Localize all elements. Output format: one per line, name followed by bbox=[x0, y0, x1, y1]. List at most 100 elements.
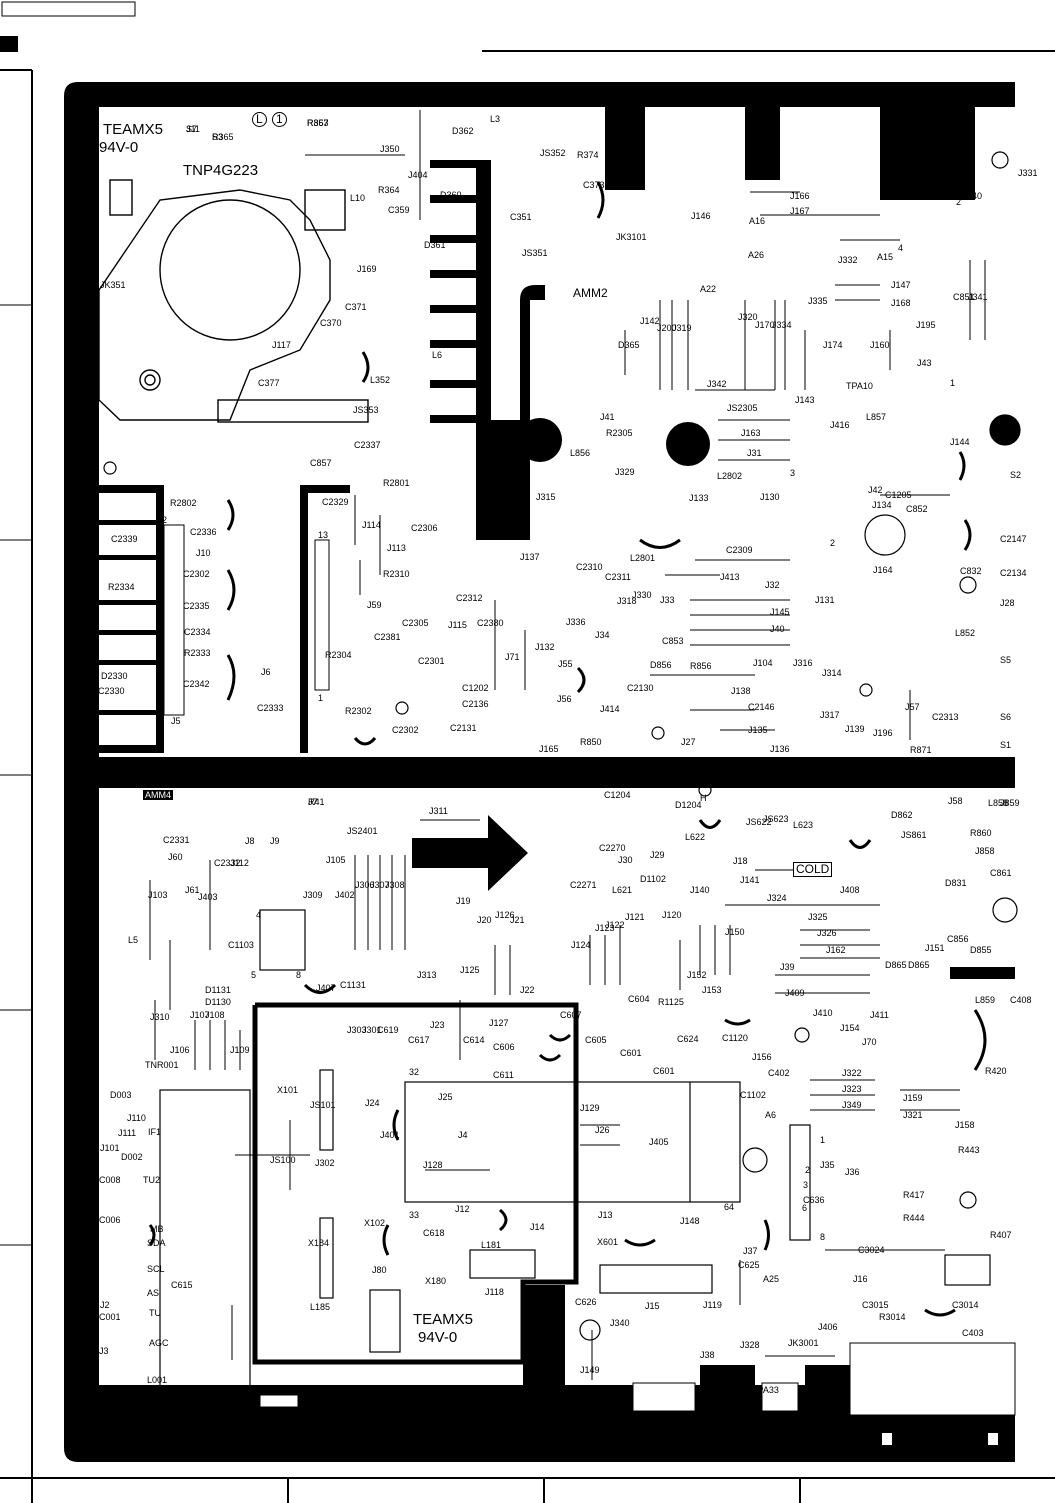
component-label-c832: C832 bbox=[960, 566, 982, 576]
component-label-j14: J14 bbox=[530, 1222, 545, 1232]
component-label-j61: J61 bbox=[185, 885, 200, 895]
component-label-l6: L6 bbox=[432, 350, 443, 360]
component-label-l859: L859 bbox=[975, 995, 996, 1005]
component-label-j314: J314 bbox=[822, 668, 842, 678]
pin-number: 3 bbox=[790, 468, 796, 478]
component-label-jk3001: JK3001 bbox=[788, 1338, 819, 1348]
component-label-l856: L856 bbox=[570, 448, 591, 458]
component-label-j112: J112 bbox=[230, 858, 249, 868]
component-label-j311: J311 bbox=[429, 806, 448, 816]
component-label-r41: R41 bbox=[308, 797, 325, 807]
component-label-c851: C851 bbox=[953, 292, 975, 302]
left-connector-block bbox=[99, 485, 350, 753]
component-label-c619: C619 bbox=[377, 1025, 399, 1035]
component-label-d865: D865 bbox=[908, 960, 930, 970]
component-label-j341: J341 bbox=[968, 292, 988, 302]
amm4-label: AMM4 bbox=[143, 790, 174, 800]
heatsink bbox=[430, 160, 545, 540]
component-label-j58: J58 bbox=[948, 796, 963, 806]
component-label-j146: J146 bbox=[691, 211, 711, 221]
component-label-d862: D862 bbox=[891, 810, 913, 820]
component-label-js351: JS351 bbox=[522, 248, 548, 258]
component-label-j134: J134 bbox=[872, 500, 892, 510]
component-label-j105: J105 bbox=[326, 855, 346, 865]
component-label-j21: J21 bbox=[510, 915, 525, 925]
component-label-j859: J859 bbox=[1000, 798, 1020, 808]
component-label-j150: J150 bbox=[725, 927, 745, 937]
component-label-j306: J306 bbox=[355, 880, 375, 890]
component-label-l621: L621 bbox=[612, 885, 633, 895]
component-label-j137: J137 bbox=[520, 552, 540, 562]
component-label-js353: JS353 bbox=[353, 405, 379, 415]
component-label-j103: J103 bbox=[148, 890, 168, 900]
component-label-j18: J18 bbox=[733, 856, 748, 866]
component-label-j195: J195 bbox=[916, 320, 936, 330]
component-label-c403: C403 bbox=[962, 1328, 984, 1338]
component-label-j132: J132 bbox=[535, 642, 555, 652]
component-label-j334: J334 bbox=[772, 320, 792, 330]
component-label-l185: L185 bbox=[310, 1302, 331, 1312]
component-label-j328: J328 bbox=[740, 1340, 760, 1350]
component-label-d003: D003 bbox=[110, 1090, 132, 1100]
component-label-j140: J140 bbox=[690, 885, 710, 895]
cold-label: COLD bbox=[793, 862, 833, 877]
pin-number: 3 bbox=[803, 1180, 809, 1190]
component-label-c1103: C1103 bbox=[228, 940, 254, 950]
component-label-c2331: C2331 bbox=[163, 835, 190, 845]
component-label-j41: J41 bbox=[600, 412, 615, 422]
component-label-j22: J22 bbox=[520, 985, 535, 995]
component-label-j156: J156 bbox=[752, 1052, 772, 1062]
component-label-c2333: C2333 bbox=[257, 703, 284, 713]
component-label-r2305: R2305 bbox=[606, 428, 633, 438]
component-label-j317: J317 bbox=[820, 710, 840, 720]
section-marker bbox=[0, 36, 18, 52]
marker-l: L bbox=[252, 112, 267, 127]
component-label-j315: J315 bbox=[536, 492, 556, 502]
component-label-j60: J60 bbox=[168, 852, 183, 862]
component-label-j6: J6 bbox=[261, 667, 271, 677]
component-label-r2802: R2802 bbox=[170, 498, 197, 508]
component-label-j11: J11 bbox=[186, 124, 200, 134]
component-label-j403: J403 bbox=[198, 892, 218, 902]
component-label-c601: C601 bbox=[620, 1048, 642, 1058]
component-label-j122: J122 bbox=[605, 920, 625, 930]
component-label-j331: J331 bbox=[1018, 168, 1038, 178]
component-label-l5: L5 bbox=[128, 935, 139, 945]
component-label-c1204: C1204 bbox=[604, 790, 631, 800]
component-label-j413: J413 bbox=[720, 572, 740, 582]
component-label-j126: J126 bbox=[495, 910, 515, 920]
component-label-j165: J165 bbox=[539, 744, 559, 754]
component-label-j70: J70 bbox=[862, 1037, 877, 1047]
component-label-c2335: C2335 bbox=[183, 601, 210, 611]
component-label-s7: S7 bbox=[186, 124, 198, 134]
component-label-r363: R363 bbox=[307, 118, 329, 128]
component-label-r860: R860 bbox=[970, 828, 992, 838]
component-label-j309: J309 bbox=[303, 890, 323, 900]
component-label-c624: C624 bbox=[677, 1034, 699, 1044]
component-label-j5: J5 bbox=[171, 716, 181, 726]
component-label-js2401: JS2401 bbox=[347, 826, 378, 836]
component-label-j106: J106 bbox=[170, 1045, 190, 1055]
component-label-c2134: C2134 bbox=[1000, 568, 1027, 578]
component-label-c402: C402 bbox=[768, 1068, 790, 1078]
component-label-j35: J35 bbox=[820, 1160, 835, 1170]
component-label-tu2: TU2 bbox=[143, 1175, 161, 1185]
component-label-j322: J322 bbox=[842, 1068, 862, 1078]
component-label-d865: D865 bbox=[885, 960, 907, 970]
component-label-j416: J416 bbox=[830, 420, 850, 430]
component-label-c1131: C1131 bbox=[340, 980, 366, 990]
component-label-c2332: C2332 bbox=[214, 858, 241, 868]
component-label-j149: J149 bbox=[580, 1365, 600, 1375]
component-label-j168: J168 bbox=[891, 298, 911, 308]
component-label-j10: J10 bbox=[196, 548, 211, 558]
component-label-js101: JS101 bbox=[310, 1100, 336, 1110]
component-label-s5: S5 bbox=[1000, 655, 1012, 665]
component-label-j135: J135 bbox=[748, 725, 768, 735]
component-label-j33: J33 bbox=[660, 595, 675, 605]
left-grid-ticks bbox=[0, 304, 32, 1246]
component-label-j36: J36 bbox=[845, 1167, 860, 1177]
component-label-l181: L181 bbox=[481, 1240, 502, 1250]
component-label-j336: J336 bbox=[566, 617, 586, 627]
component-label-c2146: C2146 bbox=[748, 702, 775, 712]
